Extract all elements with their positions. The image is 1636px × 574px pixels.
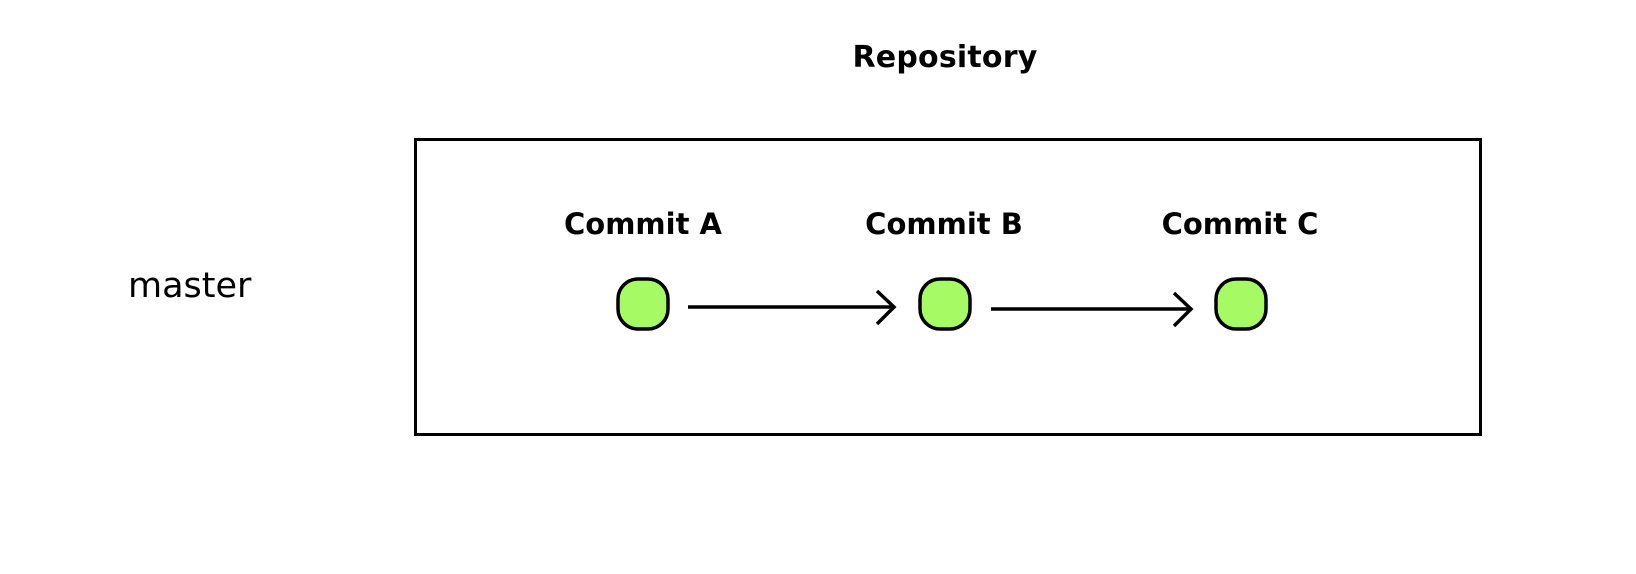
- commit-label-c: Commit C: [1161, 207, 1319, 241]
- commit-node-a[interactable]: [616, 277, 670, 331]
- commit-label-b: Commit B: [865, 207, 1023, 241]
- branch-label-master: master: [128, 266, 252, 306]
- repository-box: [414, 138, 1482, 436]
- arrow-b-to-c: [991, 291, 1194, 328]
- repository-title: Repository: [852, 40, 1038, 75]
- commit-node-b[interactable]: [918, 277, 972, 331]
- arrow-a-to-b: [688, 289, 897, 326]
- commit-label-a: Commit A: [564, 207, 722, 241]
- commit-node-c[interactable]: [1214, 277, 1268, 331]
